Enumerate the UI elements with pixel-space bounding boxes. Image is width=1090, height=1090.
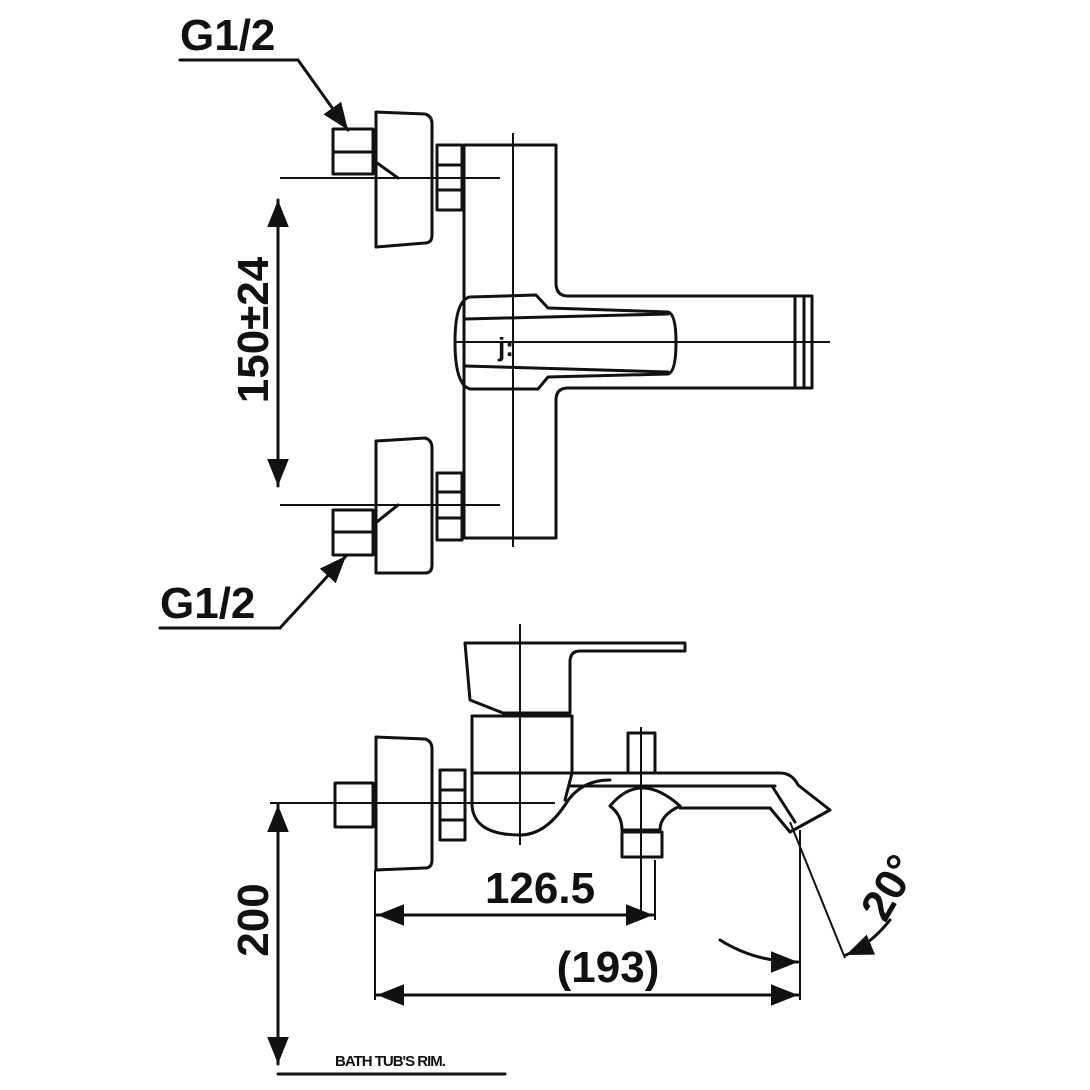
overall-length-label: (193)	[557, 943, 660, 992]
height-dimension: 200	[229, 803, 289, 1066]
bath-tub-rim: BATH TUB'S RIM.	[276, 1053, 507, 1076]
inlet-top-callout: G1/2	[178, 11, 350, 132]
overall-length-dimension: (193)	[375, 943, 800, 1006]
rim-label: BATH TUB'S RIM.	[335, 1053, 446, 1070]
inlet-top-label: G1/2	[180, 11, 275, 60]
inlet-spacing-dimension: 150±24	[229, 198, 289, 488]
spout-reach-label: 126.5	[485, 864, 595, 913]
inlet-bottom-label: G1/2	[160, 579, 255, 628]
inlet-bottom	[331, 436, 464, 575]
inlet-spacing-label: 150±24	[229, 256, 278, 403]
top-view: G1/2	[158, 11, 830, 630]
side-view: 126.5 (193) 20° 200 BATH TUB'S RIM.	[229, 624, 928, 1076]
spout-reach-dimension: 126.5	[375, 864, 655, 926]
height-label: 200	[229, 883, 278, 956]
inlet-bottom-callout: G1/2	[158, 554, 348, 630]
inlet-top	[331, 110, 464, 249]
hot-cold-mark-icon: j:	[497, 332, 514, 362]
mixer-body-top: j:	[453, 143, 814, 540]
spout-angle-label: 20°	[852, 847, 928, 929]
